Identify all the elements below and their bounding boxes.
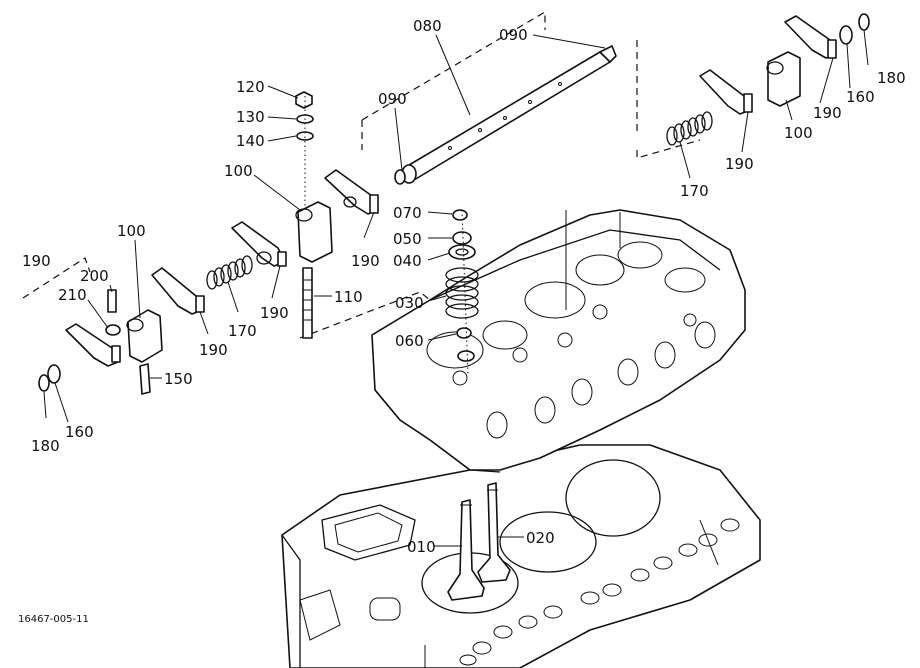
washer-160-right — [839, 25, 853, 45]
label-090-mid: 090 — [378, 90, 407, 108]
rocker-arm-left-a — [151, 267, 205, 315]
pin-150 — [139, 363, 151, 395]
group-outlines — [22, 10, 701, 339]
rocker-bracket-100-center — [295, 201, 333, 263]
ring-180-left — [38, 374, 50, 392]
plug-090-left — [394, 169, 406, 185]
adjust-screw-190-center — [277, 194, 379, 267]
label-130: 130 — [236, 108, 265, 126]
label-150: 150 — [164, 370, 193, 388]
screw-200 — [107, 289, 117, 313]
leader-lines — [43, 29, 869, 547]
label-030: 030 — [395, 294, 424, 312]
rocker-bracket-100-right — [766, 51, 801, 107]
label-100-left: 100 — [117, 222, 146, 240]
rocker-arm-left-b — [65, 323, 121, 367]
part-labels: 080 090 090 120 130 140 100 190 070 050 … — [18, 17, 906, 625]
label-120: 120 — [236, 78, 265, 96]
washer-160-left — [47, 364, 61, 384]
cylinder-block-bores — [459, 518, 740, 666]
label-100-right: 100 — [784, 124, 813, 142]
valve-020 — [477, 482, 511, 583]
nut-210 — [105, 324, 121, 336]
label-100-center: 100 — [224, 162, 253, 180]
label-190-d: 190 — [813, 104, 842, 122]
label-010: 010 — [407, 538, 436, 556]
cylinder-head-ports — [486, 321, 716, 439]
valve-010 — [447, 499, 485, 601]
label-140: 140 — [236, 132, 265, 150]
label-160-right: 160 — [846, 88, 875, 106]
label-090-top: 090 — [499, 26, 528, 44]
rocker-arm-right-b — [699, 69, 753, 115]
spring-170-center — [206, 255, 253, 290]
spring-170-right — [666, 111, 713, 146]
rocker-bracket-100-left — [126, 309, 163, 363]
label-190-e: 190 — [725, 155, 754, 173]
label-190-b: 190 — [260, 304, 289, 322]
ring-180-right — [858, 13, 870, 31]
cylinder-block — [281, 444, 761, 668]
valve-spring-030 — [445, 267, 479, 319]
label-020: 020 — [526, 529, 555, 547]
label-040: 040 — [393, 252, 422, 270]
rocker-arm-right-a — [784, 15, 837, 59]
label-070: 070 — [393, 204, 422, 222]
label-180-right: 180 — [877, 69, 906, 87]
label-200: 200 — [80, 267, 109, 285]
label-050: 050 — [393, 230, 422, 248]
rocker-shaft-080 — [401, 45, 617, 184]
shaft-oil-holes — [448, 82, 562, 150]
cylinder-head — [371, 209, 746, 473]
label-180-left: 180 — [31, 437, 60, 455]
label-110: 110 — [334, 288, 363, 306]
figure-id: 16467-005-11 — [18, 614, 89, 625]
label-170-left: 170 — [228, 322, 257, 340]
label-080: 080 — [413, 17, 442, 35]
stud-110 — [302, 267, 313, 339]
label-160-left: 160 — [65, 423, 94, 441]
nut-120 — [295, 91, 313, 109]
label-210: 210 — [58, 286, 87, 304]
label-060: 060 — [395, 332, 424, 350]
label-190-left: 190 — [22, 252, 51, 270]
valve-spring-stack — [445, 209, 479, 376]
label-190-c: 190 — [199, 341, 228, 359]
label-190-a: 190 — [351, 252, 380, 270]
label-170-right: 170 — [680, 182, 709, 200]
